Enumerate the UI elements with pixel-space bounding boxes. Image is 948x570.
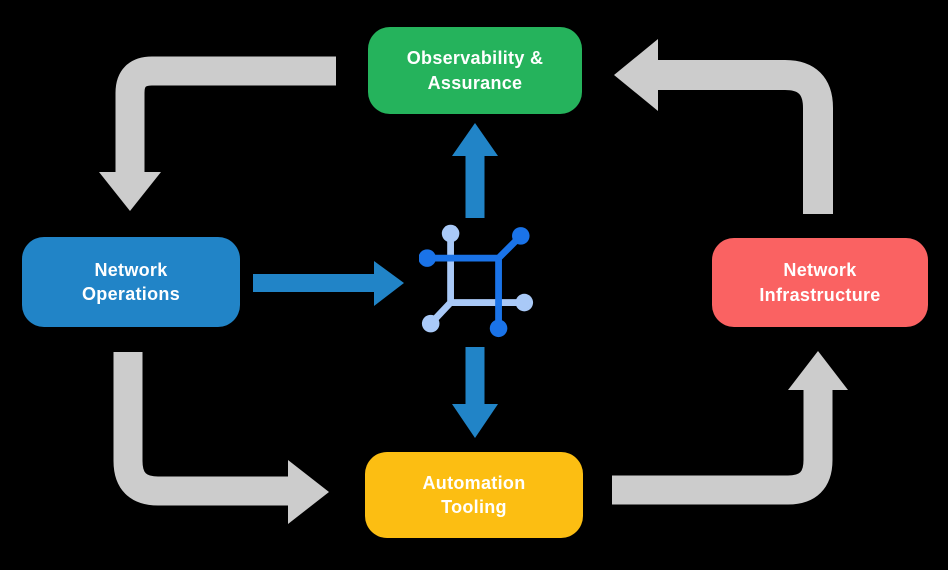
icon-dark-branch [419,227,530,338]
node-operations-label: Network Operations [81,259,181,304]
node-automation-tooling: Automation Tooling [365,452,583,538]
arrow-center-to-observability [452,123,498,218]
arrow-operations-to-automation [113,352,329,524]
network-automation-icon [419,224,534,338]
node-network-infrastructure: Network Infrastructure [712,238,928,327]
arrow-operations-to-center [253,261,404,306]
node-observability-assurance: Observability & Assurance [368,27,582,114]
arrow-automation-to-infrastructure [612,351,848,505]
arrow-infrastructure-to-observability [614,39,833,214]
node-automation-label: Automation Tooling [422,472,526,517]
arrow-center-to-automation [452,347,498,438]
node-observability-label: Observability & Assurance [406,48,544,93]
node-infrastructure-label: Network Infrastructure [759,260,881,305]
arrow-observability-to-operations [99,56,336,211]
node-network-operations: Network Operations [22,237,240,327]
